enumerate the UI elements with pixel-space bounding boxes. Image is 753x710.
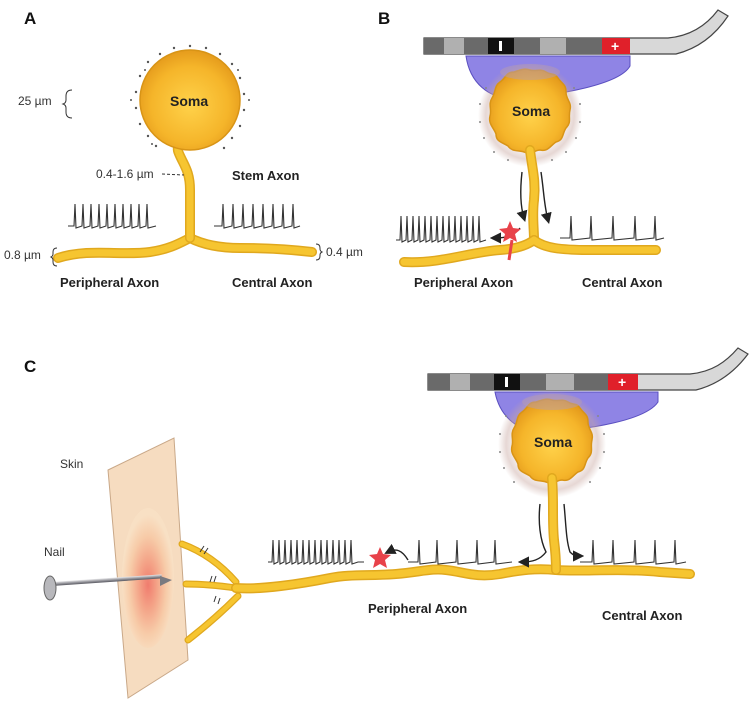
soma-label-b: Soma xyxy=(512,103,550,119)
soma-size-brace xyxy=(61,89,73,119)
arrow-icon xyxy=(516,171,528,223)
spike-train-peripheral-c xyxy=(268,539,364,565)
panel-b: B + Soma xyxy=(378,9,729,290)
electrode-b: + xyxy=(423,9,729,99)
axon-body-c xyxy=(232,565,694,592)
peripheral-axon-label-b: Peripheral Axon xyxy=(414,275,513,290)
panel-a: A Soma 25 µm 0.4-1.6 µm Stem Axon 0.8 µm xyxy=(4,9,363,290)
minus-mark-c xyxy=(505,377,508,387)
electrode-seg-4 xyxy=(514,38,540,54)
plus-mark-b: + xyxy=(611,38,619,54)
soma-size-label: 25 µm xyxy=(18,94,52,108)
soma-dot-halo-b xyxy=(479,87,581,161)
stem-axon-c xyxy=(548,474,560,574)
spike-train-central-c xyxy=(580,539,687,565)
electrode-plus-block-b xyxy=(602,38,630,54)
arrow-icon xyxy=(384,543,409,561)
nail-icon xyxy=(43,574,172,601)
electrode-seg-2 xyxy=(444,38,464,54)
electrode-seg-6 xyxy=(566,38,602,54)
electrode-seg-c1 xyxy=(428,374,450,390)
soma-dot-halo xyxy=(130,44,250,150)
panel-c-letter: C xyxy=(24,357,36,376)
nail-label: Nail xyxy=(44,545,65,559)
electrode-seg-c4 xyxy=(520,374,546,390)
spike-train-mid-c xyxy=(408,539,513,565)
panel-b-letter: B xyxy=(378,9,390,28)
electrode-seg-c6 xyxy=(574,374,608,390)
soma-label: Soma xyxy=(170,93,208,109)
axon-body-b xyxy=(400,236,660,266)
peripheral-axon-label-c: Peripheral Axon xyxy=(368,601,467,616)
plus-mark-c: + xyxy=(618,374,626,390)
star-icon xyxy=(499,221,521,242)
central-axon-label-b: Central Axon xyxy=(582,275,662,290)
branch-ticks xyxy=(199,545,221,605)
terminal-branch-3 xyxy=(185,593,241,643)
arrow-icon xyxy=(517,503,547,568)
stem-axon-b xyxy=(526,146,538,244)
soma-body xyxy=(139,49,241,151)
stem-axon-label: Stem Axon xyxy=(232,168,299,183)
electrode-seg-3 xyxy=(464,38,488,54)
stem-size-leader xyxy=(161,173,185,176)
electrode-seg-1 xyxy=(424,38,444,54)
soma-dot-halo-c xyxy=(499,415,605,483)
arrow-icon xyxy=(563,503,585,562)
electrode-seg-c5 xyxy=(546,374,574,390)
skin-label: Skin xyxy=(60,457,83,471)
arrow-icon xyxy=(540,171,552,225)
electrode-seg-c2 xyxy=(450,374,470,390)
peripheral-axon-label-a: Peripheral Axon xyxy=(60,275,159,290)
spike-train-peripheral-a xyxy=(68,203,157,229)
central-size-brace xyxy=(315,243,324,261)
central-size-label: 0.4 µm xyxy=(326,245,363,259)
panel-a-letter: A xyxy=(24,9,36,28)
block-marker-b xyxy=(507,239,514,261)
peripheral-size-label: 0.8 µm xyxy=(4,248,41,262)
stem-size-label: 0.4-1.6 µm xyxy=(96,167,154,181)
stem-axon xyxy=(174,142,194,242)
spike-train-central-b xyxy=(560,215,665,241)
central-axon-label-c: Central Axon xyxy=(602,608,682,623)
star-icon xyxy=(369,547,391,568)
electrode-seg-5 xyxy=(540,38,566,54)
peripheral-size-brace xyxy=(49,247,58,267)
minus-mark-b xyxy=(499,41,502,51)
spike-train-central-a xyxy=(214,203,301,229)
central-axon-label-a: Central Axon xyxy=(232,275,312,290)
terminal-branch-1 xyxy=(179,541,239,585)
soma-contact-shadow-b xyxy=(500,64,560,80)
electrode-plus-block-c xyxy=(608,374,638,390)
panel-c: C + Soma Skin xyxy=(24,347,749,699)
spike-train-peripheral-b xyxy=(396,215,487,243)
soma-contact-shadow-c xyxy=(522,394,582,410)
soma-label-c: Soma xyxy=(534,434,572,450)
electrode-seg-c3 xyxy=(470,374,494,390)
